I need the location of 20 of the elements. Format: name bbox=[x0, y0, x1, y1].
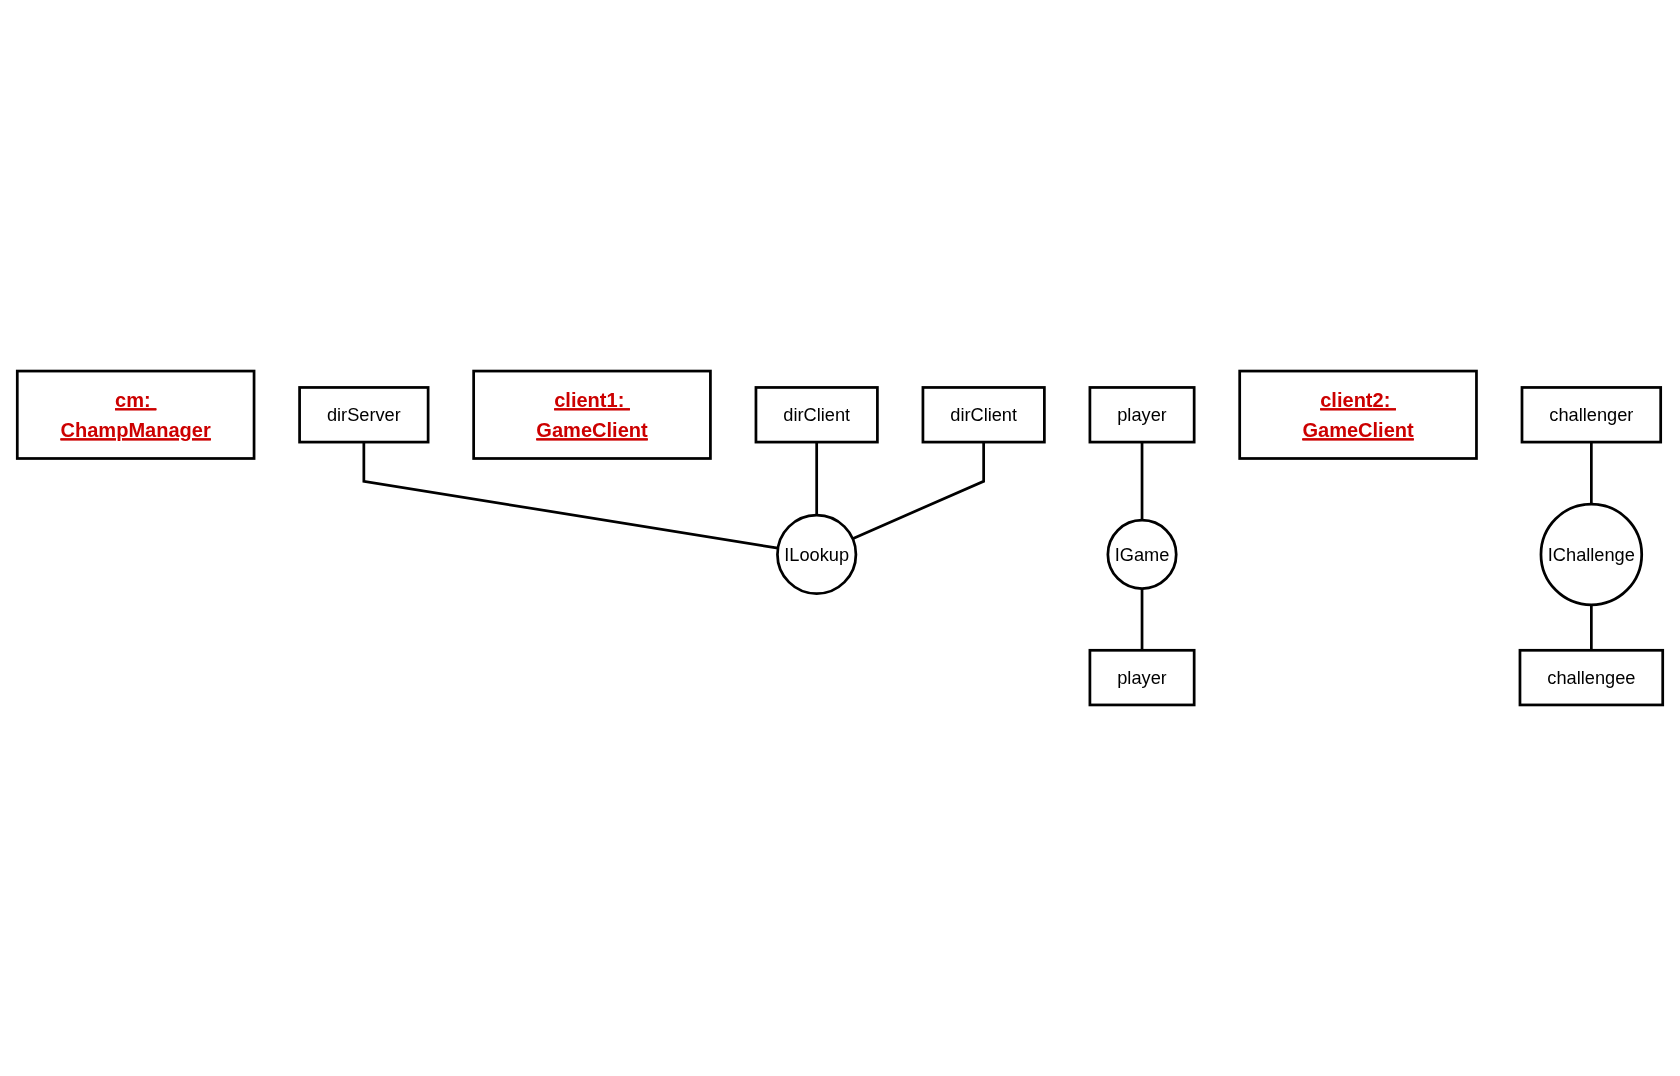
node-box: cm: ChampManager bbox=[15, 369, 256, 460]
node-box: dirClient bbox=[754, 386, 879, 444]
connector bbox=[815, 442, 819, 516]
node-box: challenger bbox=[1520, 386, 1663, 444]
connector bbox=[1140, 442, 1144, 521]
node-circle: IGame bbox=[1106, 518, 1178, 590]
connector bbox=[362, 442, 779, 550]
connector bbox=[1589, 604, 1593, 651]
node-box: client1: GameClient bbox=[472, 369, 712, 460]
connector bbox=[1589, 442, 1593, 504]
node-box: player bbox=[1088, 648, 1196, 707]
node-box: dirClient bbox=[921, 386, 1046, 444]
node-box: client2: GameClient bbox=[1238, 369, 1478, 460]
node-box: dirServer bbox=[298, 386, 430, 444]
node-box: challengee bbox=[1518, 648, 1665, 707]
node-box: player bbox=[1088, 386, 1196, 444]
connector bbox=[1140, 588, 1144, 651]
connector bbox=[852, 442, 985, 540]
node-circle: ILookup bbox=[776, 513, 858, 595]
node-circle: IChallenge bbox=[1539, 502, 1644, 607]
